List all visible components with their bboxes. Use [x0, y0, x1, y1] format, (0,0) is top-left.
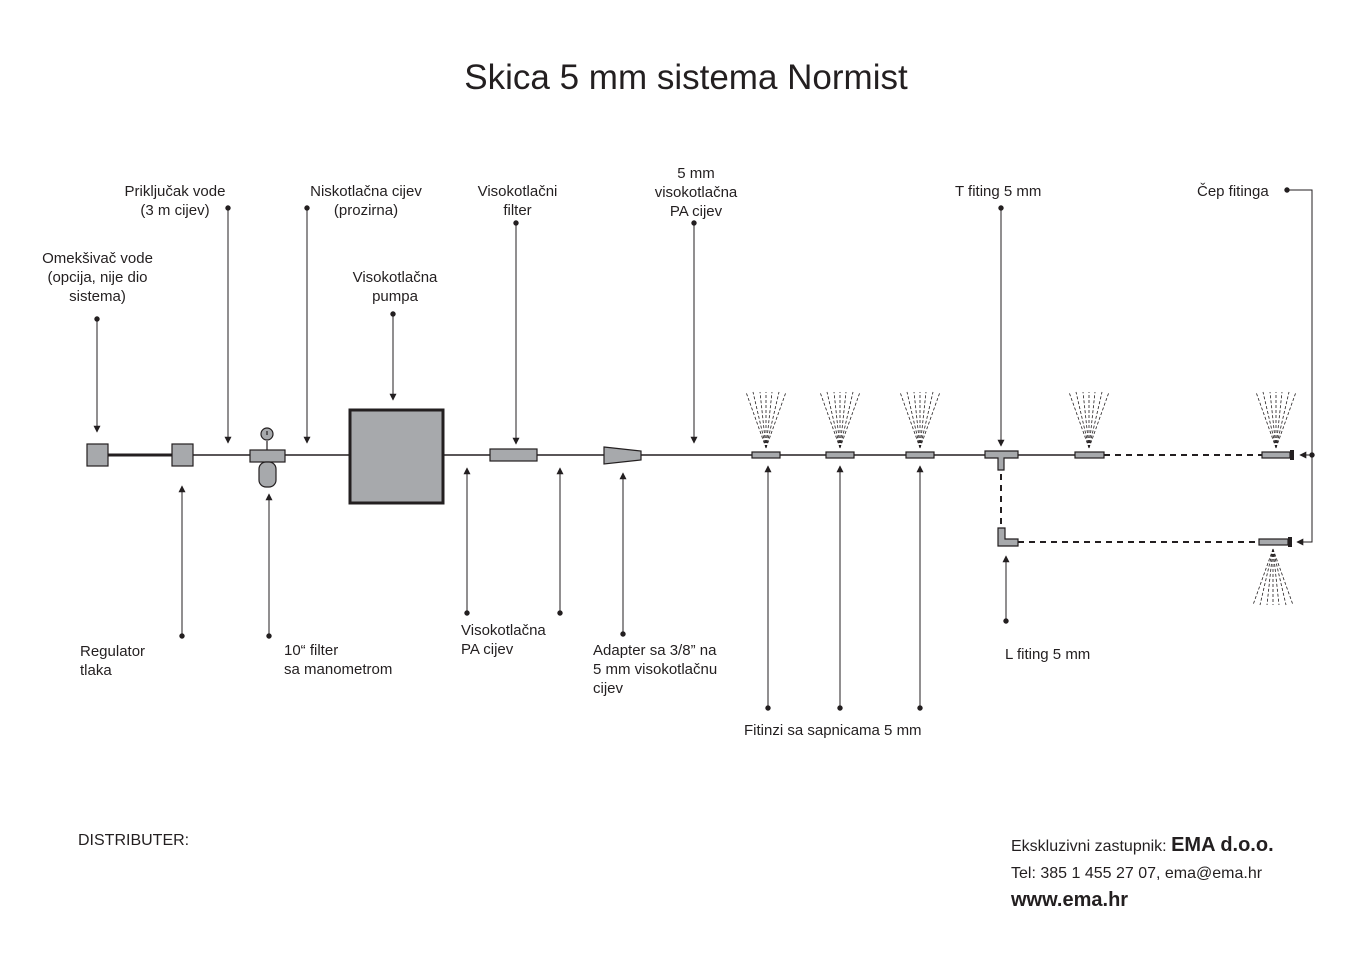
leader-fitting-1	[764, 465, 772, 711]
leader-l-fitting	[1002, 555, 1010, 624]
footer-contact: Ekskluzivni zastupnik: EMA d.o.o. Tel: 3…	[1011, 832, 1274, 914]
end-cap-fittings	[1258, 450, 1294, 547]
main-pipe	[108, 453, 1262, 543]
t-fitting	[984, 450, 1019, 471]
leader-hp-pa-tube-1	[463, 467, 471, 616]
nozzle-fittings	[751, 451, 1105, 459]
footer-contact-line: Tel: 385 1 455 27 07, ema@ema.hr	[1011, 865, 1263, 882]
leader-water-softener	[93, 316, 101, 433]
footer-exclusive-label: Ekskluzivni zastupnik:	[1011, 838, 1172, 855]
leader-end-cap-bottom	[1296, 452, 1315, 546]
leader-end-cap-top	[1284, 187, 1313, 459]
label-water-inlet: Priključak vode (3 m cijev)	[124, 183, 226, 219]
label-5mm-pa-tube: 5 mm visokotlačna PA cijev	[654, 165, 738, 220]
adapter-fitting	[603, 446, 642, 465]
label-low-pressure-tube: Niskotlačna cijev (prozirna)	[310, 183, 422, 219]
leader-t-fitting	[997, 205, 1005, 447]
callout-leaders	[93, 187, 1315, 711]
label-hp-pa-tube: Visokotlačna PA cijev	[461, 622, 546, 658]
label-end-cap: Čep fitinga	[1197, 183, 1269, 200]
spray-2	[819, 391, 861, 449]
leader-pump	[389, 311, 397, 401]
filter-with-manometer	[249, 427, 286, 488]
label-hp-filter: Visokotlačni filter	[477, 183, 558, 219]
high-pressure-pump	[348, 408, 445, 505]
distributer-label: DISTRIBUTER:	[78, 832, 190, 849]
leader-fitting-3	[916, 465, 924, 711]
label-adapter: Adapter sa 3/8” na 5 mm visokotlačnu cij…	[593, 642, 718, 697]
leader-hp-filter	[512, 220, 520, 445]
label-t-fitting: T fiting 5 mm	[955, 183, 1042, 200]
leader-low-pressure-tube	[303, 205, 311, 444]
spray-3	[899, 391, 941, 449]
spray-4	[1068, 391, 1110, 449]
l-fitting	[997, 527, 1019, 547]
diagram-title: Skica 5 mm sistema Normist	[464, 58, 908, 97]
pressure-regulator	[171, 443, 194, 467]
footer-company: EMA d.o.o.	[1171, 834, 1274, 856]
water-softener	[86, 443, 109, 467]
label-pressure-regulator: Regulator tlaka	[80, 643, 146, 679]
leader-water-inlet	[224, 205, 232, 444]
label-water-softener: Omekšivač vode (opcija, nije dio sistema…	[42, 250, 153, 305]
spray-1	[745, 391, 787, 449]
footer-website: www.ema.hr	[1011, 889, 1129, 911]
footer-exclusive-line: Ekskluzivni zastupnik: EMA d.o.o.	[1011, 832, 1274, 860]
leader-pressure-regulator	[178, 485, 186, 639]
leader-fitting-2	[836, 465, 844, 711]
label-10-filter: 10“ filter sa manometrom	[284, 642, 393, 678]
spray-6	[1252, 548, 1294, 606]
spray-patterns	[745, 391, 1297, 606]
leader-10-filter	[265, 493, 273, 639]
spray-5	[1255, 391, 1297, 449]
label-nozzle-fittings: Fitinzi sa sapnicama 5 mm	[744, 722, 922, 739]
label-l-fitting: L fiting 5 mm	[1005, 646, 1091, 663]
leader-5mm-pa-tube	[690, 220, 698, 444]
leader-adapter	[619, 472, 627, 637]
label-pump: Visokotlačna pumpa	[352, 269, 438, 305]
high-pressure-filter	[489, 448, 538, 462]
leader-hp-pa-tube-2	[556, 467, 564, 616]
